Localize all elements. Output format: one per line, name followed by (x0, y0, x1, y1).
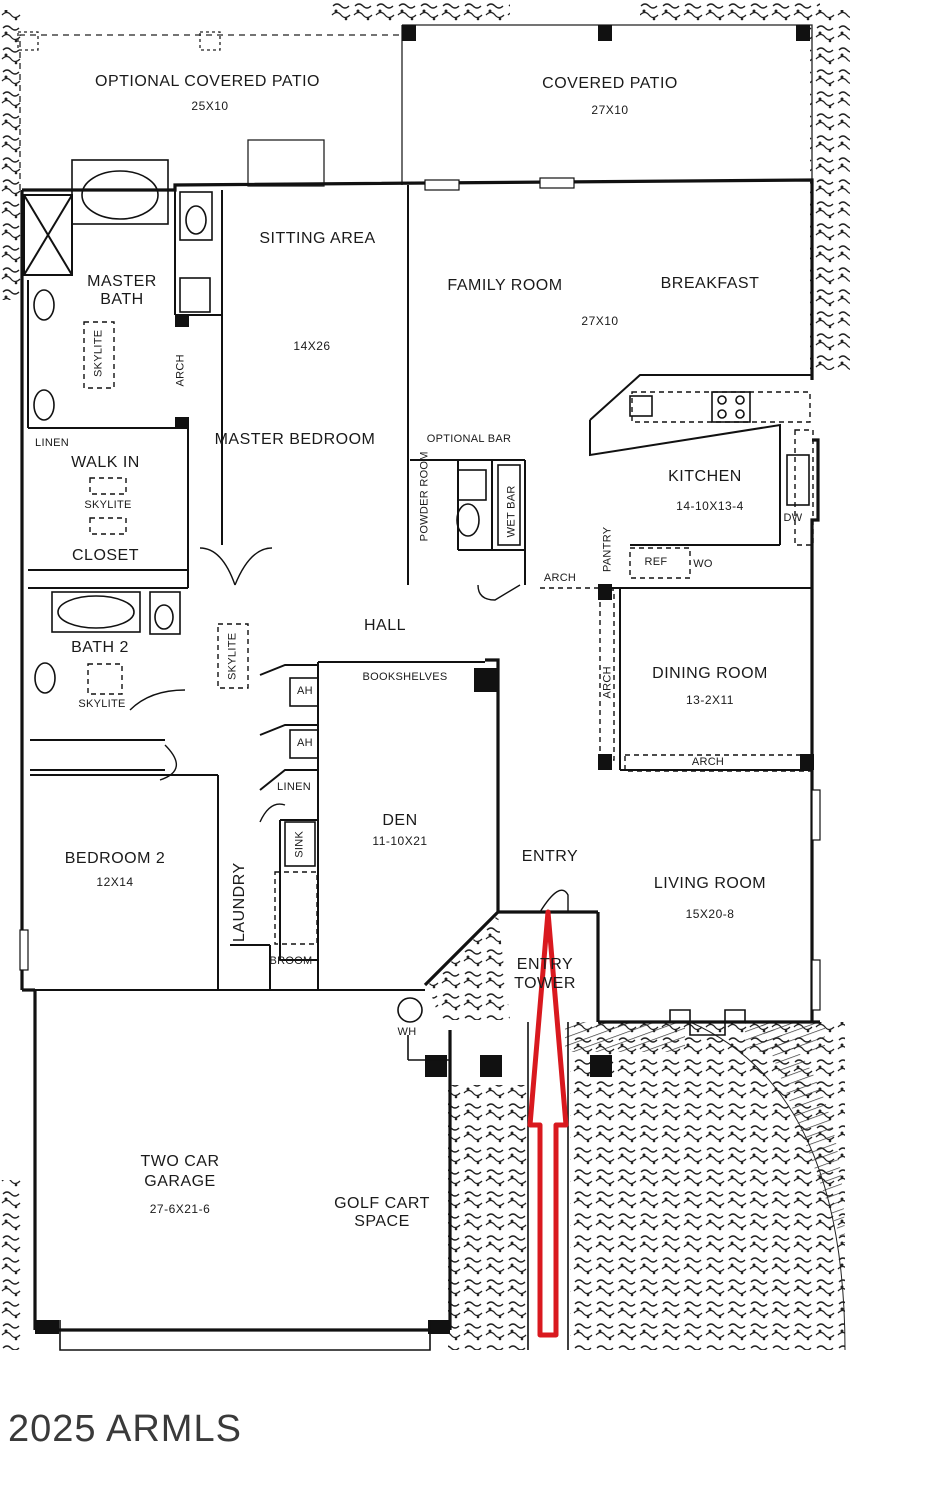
laundry-label: LAUNDRY (230, 862, 248, 943)
wo-label: WO (693, 558, 713, 570)
master-bedroom-label: MASTER BEDROOM (214, 431, 376, 448)
door-swings (129, 547, 569, 913)
entry-tower-bottom-label: TOWER (514, 975, 576, 992)
garage-dim: 27-6x21-6 (149, 1202, 211, 1216)
bedroom2-label: BEDROOM 2 (64, 850, 166, 867)
two-car-label: TWO CAR (140, 1153, 220, 1170)
patio-posts (402, 25, 810, 41)
ah2-label: AH (297, 737, 313, 749)
golf-cart-label: GOLF CART (334, 1195, 430, 1212)
den-label: DEN (382, 812, 418, 829)
entry-arrow-annotation (527, 909, 569, 1338)
entry-label: ENTRY (521, 848, 579, 865)
pantry-label: PANTRY (601, 526, 614, 573)
ah1-label: AH (297, 685, 313, 697)
skylite-master-bath-label: SKYLITE (92, 329, 105, 377)
arch-master-label: ARCH (174, 354, 187, 387)
arch-dining-bottom-label: ARCH (691, 756, 725, 768)
columns (35, 315, 814, 1334)
bath2-label: BATH 2 (71, 639, 129, 656)
fixtures (33, 159, 810, 1023)
bookshelves-label: BOOKSHELVES (355, 671, 455, 684)
sink-label: SINK (293, 830, 306, 858)
dw-label: DW (783, 512, 803, 524)
family-room-label: FAMILY ROOM (447, 277, 563, 294)
master-bedroom-dim: 14x26 (293, 339, 331, 353)
garage-and-walkway (59, 1009, 746, 1351)
kitchen-label: KITCHEN (668, 468, 742, 485)
windows (19, 177, 821, 1011)
dashed-elements (83, 321, 814, 945)
walk-in-label: WALK IN (71, 454, 140, 471)
wet-bar-label: WET BAR (505, 485, 518, 538)
garage-label: GARAGE (144, 1173, 216, 1190)
bedroom2-dim: 12x14 (96, 875, 134, 889)
den-dim: 11-10x21 (372, 834, 428, 848)
hall-label: HALL (363, 617, 407, 634)
living-room-dim: 15x20-8 (685, 907, 735, 921)
copyright-watermark: 2025 ARMLS (8, 1408, 242, 1450)
kitchen-dim: 14-10x13-4 (676, 499, 744, 513)
family-room-dim: 27x10 (581, 314, 619, 328)
optional-covered-patio-label: OPTIONAL COVERED PATIO (95, 73, 320, 90)
closet-label: CLOSET (71, 547, 139, 564)
golf-cart-space-label: SPACE (354, 1213, 410, 1230)
dining-room-label: DINING ROOM (652, 665, 768, 682)
skylite-hall-label: SKYLITE (226, 632, 239, 680)
skylite-closet-label: SKYLITE (84, 499, 132, 511)
covered-patio-label: COVERED PATIO (542, 75, 678, 92)
landscaping (0, 0, 850, 1351)
linen-master-label: LINEN (35, 437, 69, 449)
linen-hall-label: LINEN (277, 781, 311, 793)
ref-label: REF (644, 556, 668, 568)
arch-dining-side-label: ARCH (601, 666, 614, 699)
skylite-bath2-label: SKYLITE (78, 698, 126, 710)
breakfast-label: BREAKFAST (660, 275, 760, 292)
master-bath-label: MASTER BATH (87, 273, 157, 309)
sitting-area-label: SITTING AREA (259, 230, 376, 247)
interior-walls (23, 185, 812, 991)
exterior-walls (20, 178, 820, 1332)
patio-outlines (17, 24, 813, 190)
dining-room-dim: 13-2x11 (686, 693, 734, 707)
living-room-label: LIVING ROOM (653, 875, 767, 892)
powder-room-label: POWDER ROOM (418, 451, 431, 542)
arch-kitchen-label: ARCH (543, 572, 577, 584)
entry-tower-top-label: ENTRY (516, 956, 574, 973)
optional-covered-patio-dim: 25x10 (191, 99, 229, 113)
covered-patio-dim: 27x10 (591, 103, 629, 117)
optional-bar-label: OPTIONAL BAR (426, 433, 512, 445)
wh-label: WH (397, 1026, 417, 1038)
broom-label: BROOM (269, 955, 313, 967)
